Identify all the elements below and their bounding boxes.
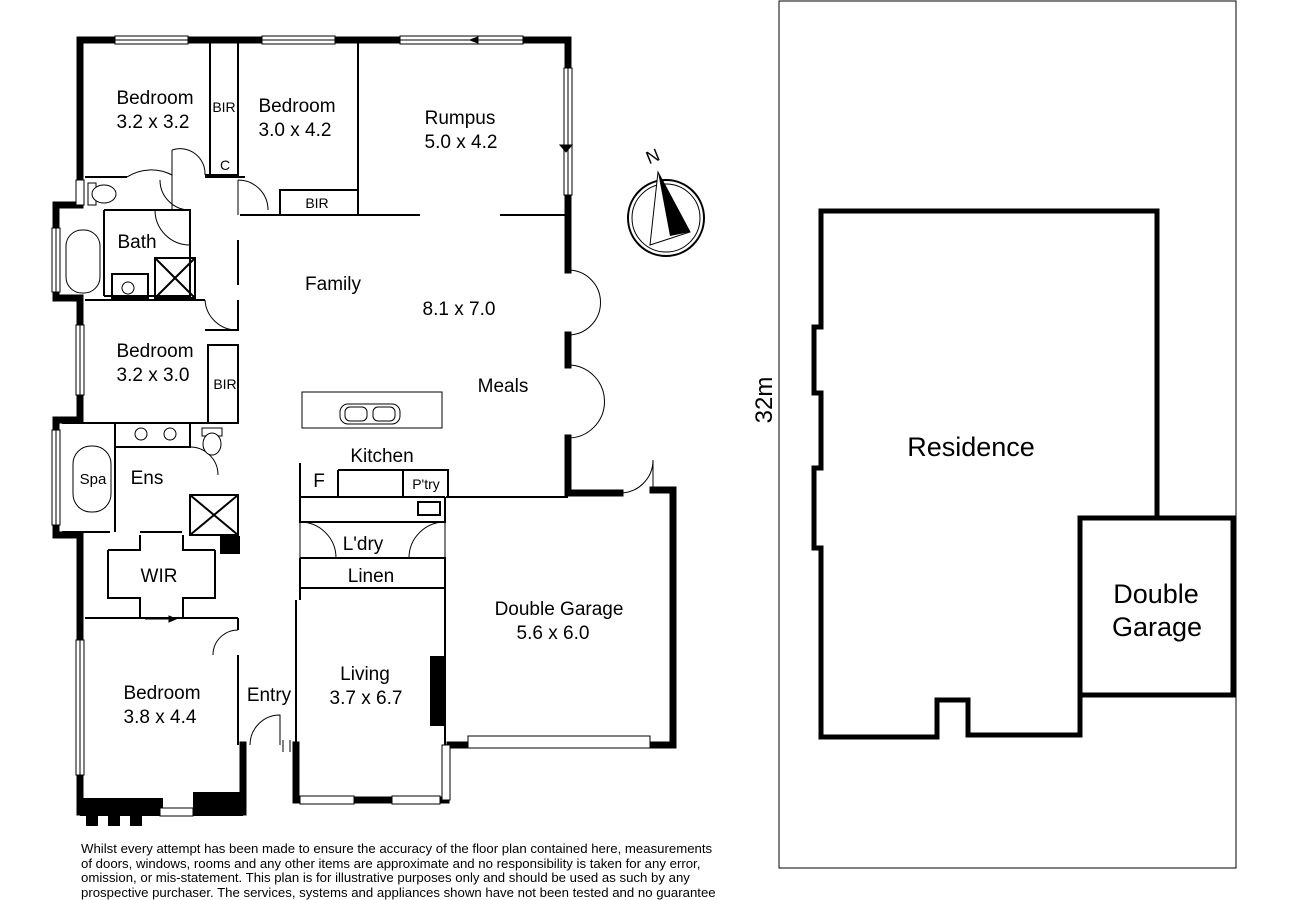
disclaimer-text: Whilst every attempt has been made to en… <box>81 842 716 900</box>
room-name-rumpus: Rumpus <box>425 108 496 129</box>
north-compass-icon <box>627 170 705 257</box>
kitchen-label: Kitchen <box>350 446 413 467</box>
bir-label-1: BIR <box>212 99 235 115</box>
family-label: Family <box>305 274 361 295</box>
site-dimension-label: 32m <box>751 377 778 424</box>
door-swings <box>126 148 654 752</box>
room-name-bedroom-2: Bedroom <box>258 96 335 117</box>
pantry-label: P'try <box>412 476 440 492</box>
toilet-fixtures <box>87 182 223 456</box>
wall-piers <box>86 536 446 826</box>
room-name-bedroom-4: Bedroom <box>123 683 200 704</box>
window-markers <box>445 36 574 153</box>
bir-label-2: BIR <box>305 195 328 211</box>
laundry-label: L'dry <box>343 534 384 555</box>
ensuite-label: Ens <box>131 468 164 489</box>
site-boundary <box>778 0 1237 869</box>
room-size-living: 3.7 x 6.7 <box>330 688 403 709</box>
room-size-bedroom-3: 3.2 x 3.0 <box>117 365 190 386</box>
cupboard-label: C <box>220 157 230 173</box>
room-name-bedroom-1: Bedroom <box>116 88 193 109</box>
wir-arrow <box>145 615 178 623</box>
wir-label: WIR <box>141 566 178 587</box>
room-size-bedroom-4: 3.8 x 4.4 <box>124 707 197 728</box>
spa-label: Spa <box>80 471 107 488</box>
linen-label: Linen <box>348 566 395 587</box>
exterior-wall-block <box>80 798 163 816</box>
bir-label-3: BIR <box>213 376 236 392</box>
interior-walls <box>62 40 568 745</box>
bathtubs <box>65 229 112 513</box>
room-size-garage: 5.6 x 6.0 <box>517 623 590 644</box>
residence-label: Residence <box>907 432 1035 462</box>
garage-footprint <box>1077 515 1236 698</box>
room-size-bedroom-2: 3.0 x 4.2 <box>259 120 332 141</box>
fridge-label: F <box>313 471 325 492</box>
room-name-bedroom-3: Bedroom <box>116 341 193 362</box>
residence-footprint <box>811 208 1160 740</box>
garage-label-line-1: Double <box>1113 579 1199 609</box>
family-size-label: 8.1 x 7.0 <box>423 299 496 320</box>
basins <box>121 281 177 441</box>
entry-label: Entry <box>247 685 292 706</box>
room-name-living: Living <box>340 664 390 685</box>
room-name-garage: Double Garage <box>495 599 624 620</box>
garage-label-line-2: Garage <box>1112 612 1202 642</box>
exterior-wall-block <box>193 792 243 816</box>
wir-shelving <box>107 535 216 618</box>
kitchen-island <box>301 391 443 429</box>
bath-label: Bath <box>117 232 156 253</box>
room-size-bedroom-1: 3.2 x 3.2 <box>117 112 190 133</box>
compass-north-label: N <box>643 145 663 168</box>
meals-label: Meals <box>478 376 529 397</box>
room-size-rumpus: 5.0 x 4.2 <box>425 132 498 153</box>
